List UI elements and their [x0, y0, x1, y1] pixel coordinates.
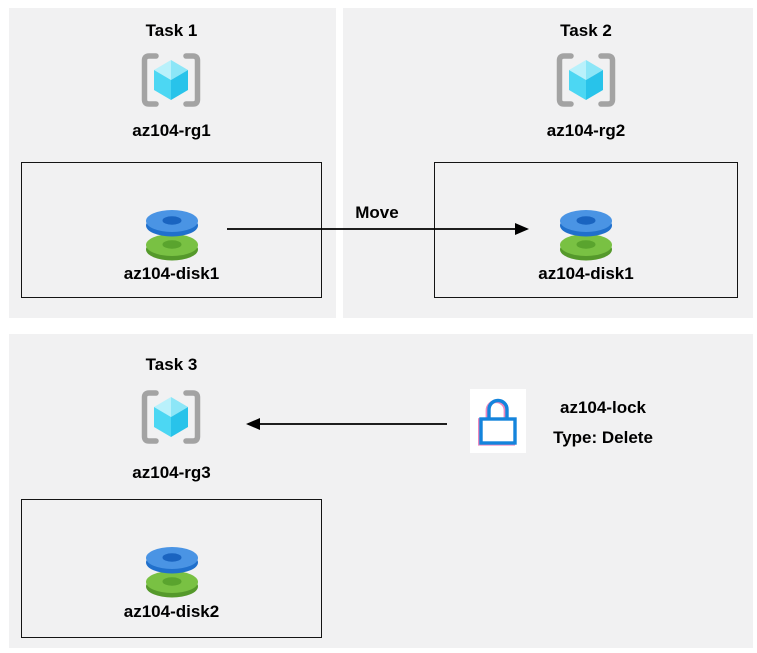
lock-icon [478, 398, 517, 446]
managed-disk-icon [553, 203, 619, 266]
resource-group-label: az104-rg3 [132, 463, 211, 482]
disk-label: az104-disk1 [538, 264, 634, 283]
resource-group-label: az104-rg2 [546, 121, 626, 140]
disk-box [434, 162, 738, 298]
disk-box [21, 499, 322, 638]
resource-group-icon [555, 52, 617, 113]
resource-group-icon [140, 389, 202, 450]
move-arrow-label: Move [355, 203, 399, 222]
resource-group-label: az104-rg1 [132, 121, 211, 140]
disk-box [21, 162, 322, 298]
managed-disk-icon [139, 540, 205, 603]
managed-disk-icon [139, 203, 205, 266]
task2-panel: Task 2 az104-rg2 [343, 8, 753, 318]
lock-tile [470, 389, 526, 453]
disk-label: az104-disk2 [123, 602, 220, 621]
task1-panel: Task 1 az104-rg1 [9, 8, 336, 318]
resource-group-icon [140, 52, 202, 113]
task2-title: Task 2 [560, 21, 612, 40]
task1-title: Task 1 [145, 21, 198, 40]
lock-caption: az104-lock Type: Delete [523, 393, 683, 453]
lock-type-label: Type: Delete [553, 428, 653, 447]
lock-name-label: az104-lock [560, 398, 646, 417]
disk-label: az104-disk1 [123, 264, 220, 283]
task3-title: Task 3 [145, 355, 198, 374]
task3-panel: Task 3 az104-rg3 [9, 334, 753, 648]
